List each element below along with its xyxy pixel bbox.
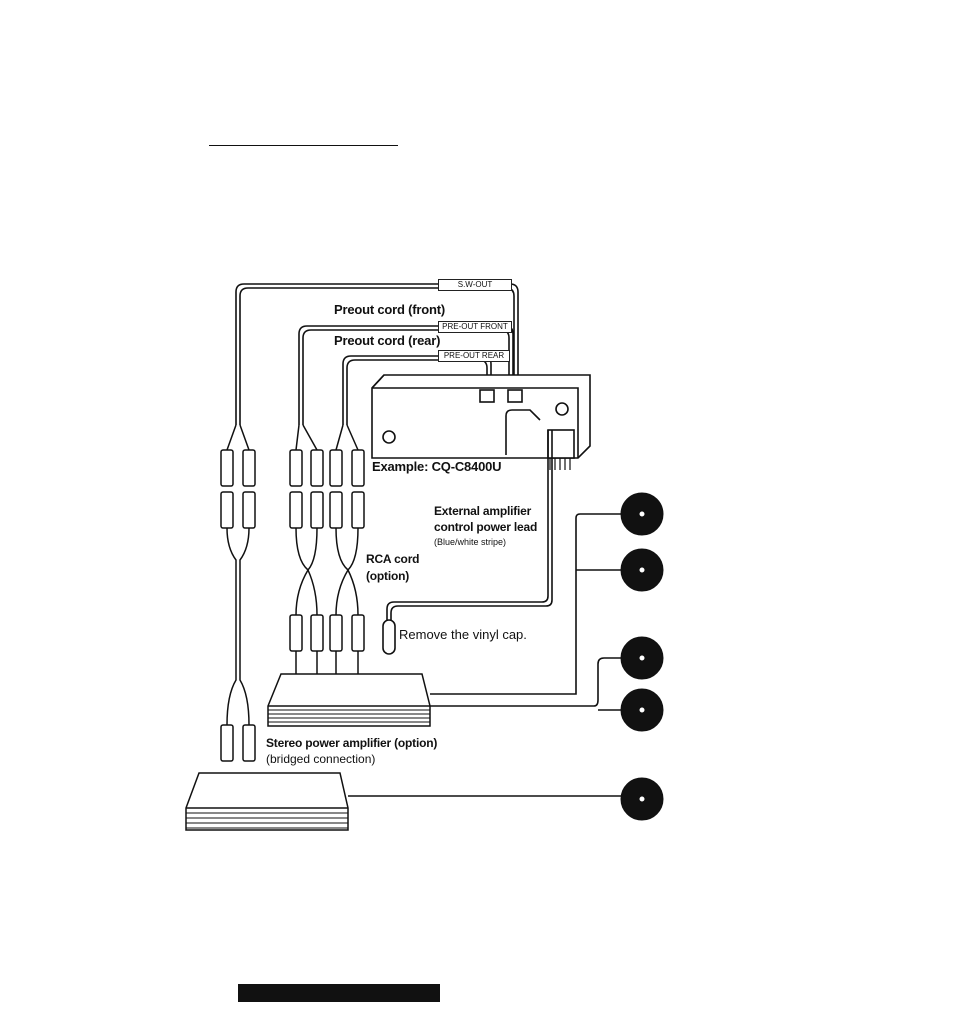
stereo-amplifier: [268, 674, 430, 726]
ext-amp-lead-label-2: control power lead: [434, 521, 537, 533]
rca-plugs-rear: [330, 450, 364, 651]
preout-rear-tag: PRE-OUT REAR: [438, 350, 510, 362]
rca-cord-label-1: RCA cord: [366, 553, 419, 565]
subwoofer-amplifier: [186, 773, 348, 830]
bridged-label: (bridged connection): [266, 753, 375, 765]
ext-amp-lead-note: (Blue/white stripe): [434, 538, 506, 547]
rca-cord-label-2: (option): [366, 570, 409, 582]
sw-out-tag: S.W-OUT: [438, 279, 512, 291]
ext-amp-lead-label-1: External amplifier: [434, 505, 531, 517]
preout-rear-label: Preout cord (rear): [334, 334, 440, 347]
rca-plugs-front: [290, 450, 323, 651]
speakers: [621, 493, 663, 820]
head-unit: [372, 375, 590, 470]
rca-plugs-sw: [221, 450, 255, 761]
example-unit-label: Example: CQ-C8400U: [372, 460, 501, 473]
stereo-amp-label: Stereo power amplifier (option): [266, 737, 437, 749]
remove-cap-label: Remove the vinyl cap.: [399, 628, 527, 641]
preout-front-tag: PRE-OUT FRONT: [438, 321, 512, 333]
preout-front-label: Preout cord (front): [334, 303, 445, 316]
footer-bar: [238, 984, 440, 1002]
